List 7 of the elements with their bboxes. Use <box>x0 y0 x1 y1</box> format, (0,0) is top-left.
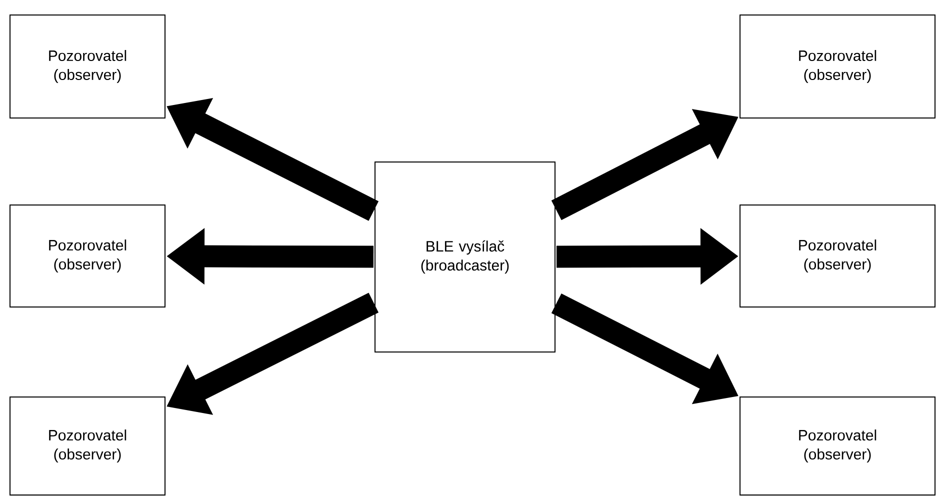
observer-box: Pozorovatel (observer) <box>10 14 166 118</box>
observer-box: Pozorovatel (observer) <box>10 396 166 496</box>
observer-box: Pozorovatel (observer) <box>740 204 936 308</box>
observer-box: Pozorovatel (observer) <box>740 396 936 496</box>
observer-box: Pozorovatel (observer) <box>10 204 166 308</box>
broadcaster-box: BLE vysílač (broadcaster) <box>374 162 556 352</box>
observer-box: Pozorovatel (observer) <box>740 14 936 118</box>
